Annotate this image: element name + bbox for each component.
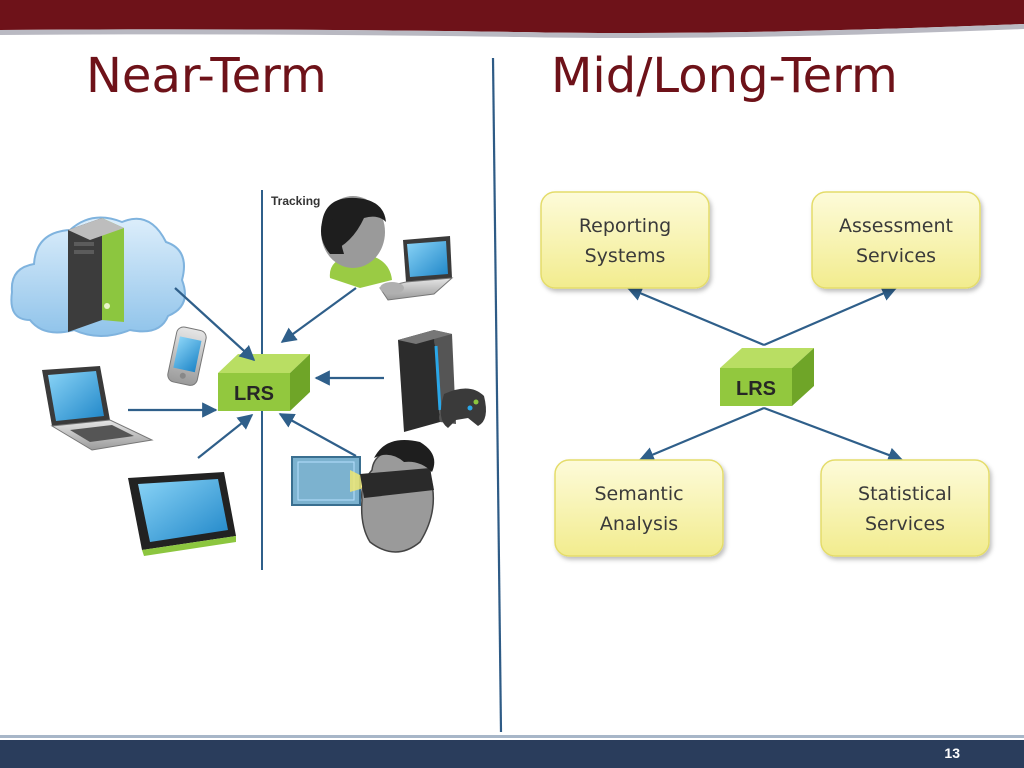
near-term-arrows [128,287,384,459]
semantic-label-line1: Semantic [594,483,683,505]
near-term-diagram: Tracking [10,190,486,570]
arrow-tablet-to-lrs [197,414,254,459]
statistical-services-box: Statistical Services [820,459,990,557]
slide-number: 13 [944,745,960,761]
assessment-services-box: Assessment Services [811,191,981,289]
reporting-systems-box: Reporting Systems [540,191,710,289]
arrow-lrs-to-reporting [626,286,765,347]
tablet-icon [128,472,236,556]
smartphone-icon [167,326,207,386]
arrow-vr-to-lrs [278,413,357,457]
mid-term-lrs-hub: LRS [720,348,814,406]
header-band [0,0,1024,38]
tracking-label: Tracking [271,194,320,208]
assessment-label-line2: Services [856,245,936,267]
arrow-lrs-to-assessment [763,286,898,347]
user-at-laptop-icon [321,196,454,301]
statistical-label-line1: Statistical [858,483,952,505]
arrow-lrs-to-statistical [763,406,904,463]
arrow-lrs-to-semantic [638,406,765,462]
footer-band [0,740,1024,768]
game-console-icon [398,330,486,432]
vr-headset-user-icon [291,440,435,553]
cloud-server-icon [10,216,186,337]
assessment-label-line1: Assessment [839,215,953,237]
mid-long-term-title: Mid/Long-Term [551,48,898,104]
semantic-analysis-box: Semantic Analysis [554,459,724,557]
mid-term-arrows [626,286,904,463]
near-term-lrs-hub: LRS [218,354,310,411]
statistical-label-line2: Services [865,513,945,535]
footer-accent-line [0,735,1024,738]
mid-long-term-diagram: LRS Reporting Systems Assessment Service… [540,191,990,557]
laptop-icon [42,366,154,451]
reporting-label-line2: Systems [585,245,666,267]
arrow-cloud-to-lrs [174,287,256,362]
semantic-label-line2: Analysis [600,513,678,535]
near-term-lrs-label: LRS [234,383,274,405]
near-term-title: Near-Term [86,48,327,104]
section-divider [491,57,503,733]
mid-term-lrs-label: LRS [736,378,776,400]
footer-bar: 13 [0,733,1024,768]
reporting-label-line1: Reporting [579,215,671,237]
arrow-user-to-lrs [280,287,357,343]
